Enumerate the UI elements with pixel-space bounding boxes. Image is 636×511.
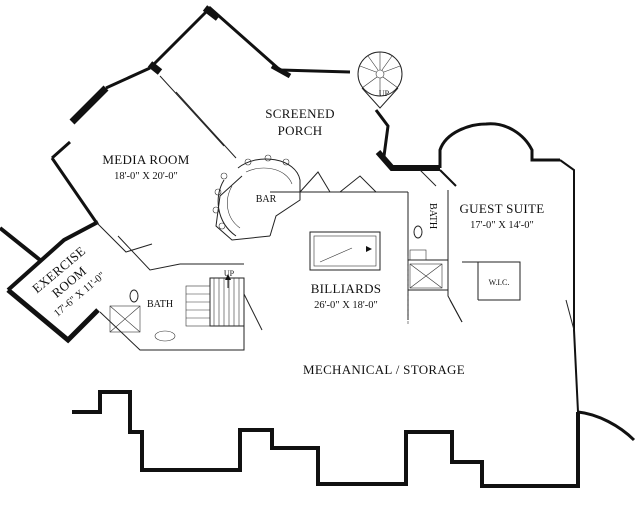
bar-counter <box>212 154 301 237</box>
spiral-stair-icon <box>357 51 403 109</box>
exercise-room-text: EXERCISE ROOM 17'-6" X 11'-0" <box>29 243 108 319</box>
billiards-dims: 26'-0" X 18'-0" <box>314 300 378 311</box>
exterior-walls <box>0 5 636 488</box>
guest-suite-dims: 17'-0" X 14'-0" <box>470 220 534 231</box>
media-room-label: MEDIA ROOM <box>102 152 189 167</box>
porch-label-line1: SCREENED <box>265 106 335 121</box>
bar-label: BAR <box>256 194 277 205</box>
spiral-stair-up-label: UP <box>379 89 390 98</box>
media-room-dims: 18'-0" X 20'-0" <box>114 171 178 182</box>
toilet-icon <box>109 225 443 342</box>
main-stair-up-label: UP <box>224 269 235 278</box>
guest-bath-label: BATH <box>427 203 438 229</box>
guest-suite-label: GUEST SUITE <box>459 201 544 216</box>
stair-arrow-icon <box>225 274 231 288</box>
bath-label: BATH <box>147 299 173 310</box>
mechanical-storage-label: MECHANICAL / STORAGE <box>303 362 465 377</box>
main-stair <box>185 277 245 327</box>
porch-label-line2: PORCH <box>278 123 323 138</box>
billiards-label: BILLIARDS <box>311 281 382 296</box>
pool-table-icon <box>309 231 381 271</box>
wic-label: W.I.C. <box>489 278 510 287</box>
